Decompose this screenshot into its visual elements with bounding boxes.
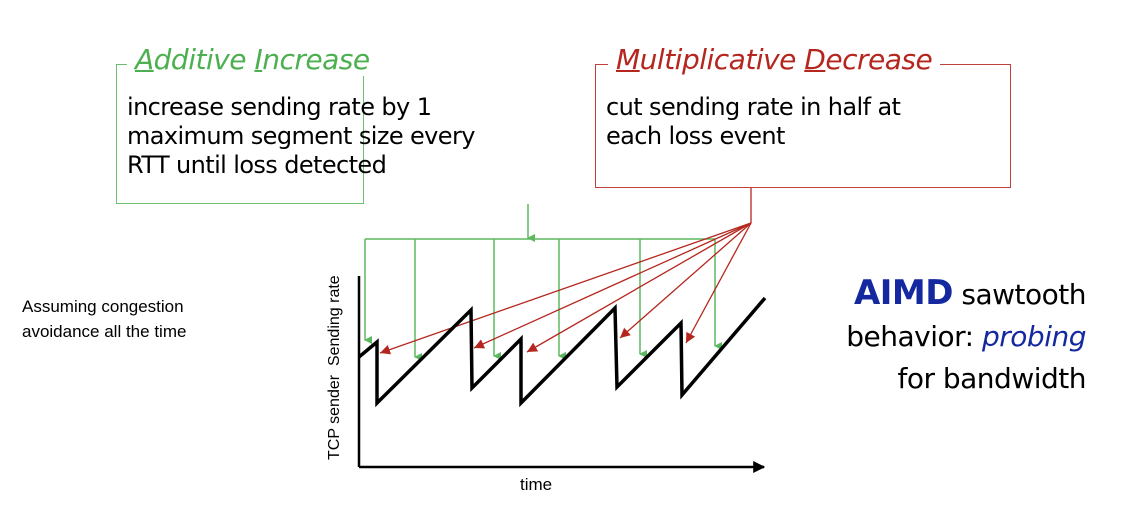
loss-event-arrow (685, 222, 752, 344)
multiplicative-decrease-arrows (379, 188, 752, 355)
additive-increase-arrows (364, 204, 722, 361)
assumption-note: Assuming congestion avoidance all the ti… (22, 297, 187, 341)
multiplicative-decrease-title: Multiplicative Decrease (608, 43, 941, 76)
loss-event-arrow (379, 222, 752, 355)
multiplicative-decrease-box: Multiplicative Decrease cut sending rate… (595, 43, 1011, 188)
loss-event-arrow (526, 222, 752, 353)
y-axis-label: TCP sender Sending rate (326, 275, 343, 460)
additive-increase-box: Additive Increase increase sending rate … (116, 43, 475, 204)
sawtooth-line (357, 296, 767, 408)
x-axis-label: time (520, 475, 552, 494)
loss-event-arrow (473, 222, 752, 349)
aimd-caption: AIMD sawtooth behavior: probing for band… (846, 273, 1086, 395)
loss-event-arrow (619, 222, 752, 339)
additive-increase-title: Additive Increase (127, 43, 378, 76)
